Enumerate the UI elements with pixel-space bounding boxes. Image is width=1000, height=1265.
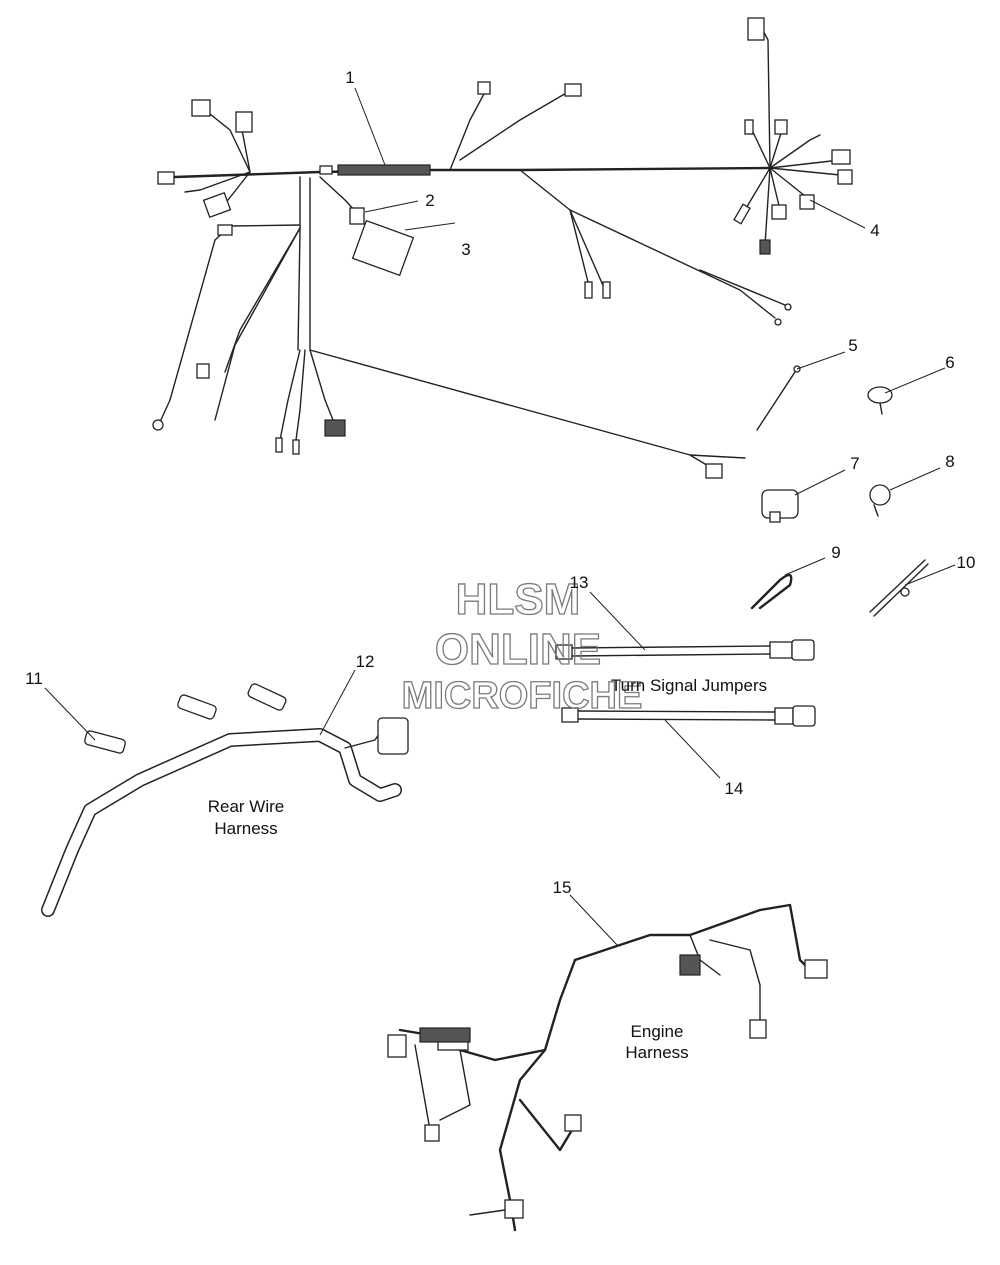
connector-holder-7 [761,489,799,523]
callout-4: 4 [870,221,879,240]
clip-6 [867,386,893,415]
callout-15: 15 [553,878,572,897]
watermark: HLSM ONLINE MICROFICHE [401,574,643,717]
callout-12: 12 [356,652,375,671]
engine-harness [387,903,828,1232]
callout-10: 10 [957,553,976,572]
callout-14: 14 [725,779,744,798]
rear-harness-caption-line-2: Harness [214,819,277,838]
callout-3: 3 [461,240,470,259]
watermark-line-3: MICROFICHE [402,675,643,717]
callout-11: 11 [25,669,43,688]
push-mount-tie-10 [869,559,929,617]
callout-1: 1 [345,68,354,87]
engine-harness-caption-line-2: Harness [625,1043,688,1062]
engine-harness-caption-line-1: Engine [631,1022,684,1041]
watermark-line-1: HLSM [456,575,581,624]
turn-signal-jumper-13 [555,639,815,661]
clip-8 [869,484,891,517]
callout-5: 5 [848,336,857,355]
callout-9: 9 [831,543,840,562]
captions: Rear Wire Harness Turn Signal Jumpers En… [208,676,767,1062]
callout-7: 7 [850,454,859,473]
callout-8: 8 [945,452,954,471]
turn-signal-jumpers-caption: Turn Signal Jumpers [611,676,767,695]
cable-tie-9 [750,573,793,610]
callouts: 1 2 3 4 5 6 7 8 9 10 11 12 13 14 15 [25,68,975,897]
turn-signal-jumper-14 [561,705,816,727]
harness-clips-11 [84,683,287,754]
callout-2: 2 [425,191,434,210]
leader-lines [44,87,956,947]
rear-wire-harness [41,717,409,917]
watermark-line-2: ONLINE [435,625,601,674]
callout-6: 6 [945,353,954,372]
callout-13: 13 [570,573,589,592]
main-wire-harness [152,17,853,479]
tie-strap-5 [756,365,801,431]
rear-harness-caption-line-1: Rear Wire [208,797,285,816]
